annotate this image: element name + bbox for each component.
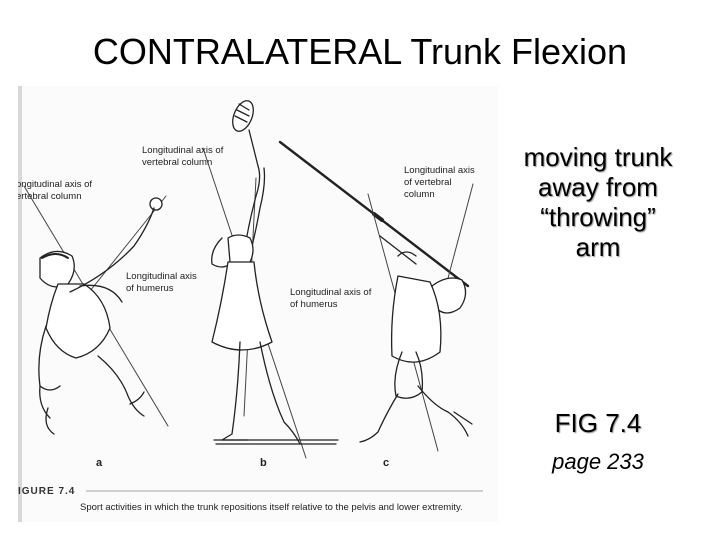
- figure-b-tennis: [202, 100, 339, 459]
- panel-letter-c: c: [383, 457, 389, 469]
- description-line: “throwing”: [540, 202, 656, 232]
- description-line: away from: [538, 172, 658, 202]
- label-c-humerus: Longitudinal axis of of humerus: [290, 287, 372, 310]
- page-edge: [18, 86, 22, 522]
- label-b-humerus-line1: Longitudinal axis: [126, 271, 197, 282]
- label-c-vertebral-line2: of vertebral: [404, 177, 452, 188]
- description-text: moving trunk away from “throwing” arm: [498, 142, 698, 262]
- panel-letter-a: a: [96, 457, 103, 469]
- description-line: arm: [575, 232, 621, 262]
- label-c-vertebral: Longitudinal axis of vertebral column: [404, 165, 475, 200]
- label-c-humerus-line1: Longitudinal axis of: [290, 287, 372, 298]
- label-b-humerus-line2: of humerus: [126, 283, 174, 294]
- label-b-vertebral-line1: Longitudinal axis of: [142, 145, 224, 156]
- label-b-vertebral: Longitudinal axis of vertebral column: [142, 145, 224, 168]
- textbook-figure: ongitudinal axis of ertebral column Long…: [18, 86, 498, 522]
- description-line: moving trunk: [523, 142, 673, 172]
- slide-title: CONTRALATERAL Trunk Flexion: [92, 31, 628, 72]
- label-c-vertebral-line3: column: [404, 189, 435, 200]
- label-c-vertebral-line1: Longitudinal axis: [404, 165, 475, 176]
- figure-a-pitcher: [23, 185, 169, 435]
- figure-number: FIG 7.4: [554, 408, 642, 438]
- label-b-vertebral-line2: vertebral column: [142, 157, 212, 168]
- figure-caption-text: Sport activities in which the trunk repo…: [80, 502, 463, 513]
- figure-c-javelin: [278, 140, 474, 452]
- label-c-humerus-line2: of humerus: [290, 299, 338, 310]
- figure-caption-label: IGURE 7.4: [18, 486, 75, 497]
- page-reference: page 233: [552, 449, 644, 474]
- label-a-vertebral-line1: ongitudinal axis of: [18, 179, 92, 190]
- panel-letter-b: b: [260, 457, 267, 469]
- label-a-vertebral: ongitudinal axis of ertebral column: [18, 179, 92, 202]
- figure-illustration: ongitudinal axis of ertebral column Long…: [18, 86, 483, 522]
- label-a-vertebral-line2: ertebral column: [18, 191, 81, 202]
- label-b-humerus: Longitudinal axis of humerus: [126, 271, 197, 294]
